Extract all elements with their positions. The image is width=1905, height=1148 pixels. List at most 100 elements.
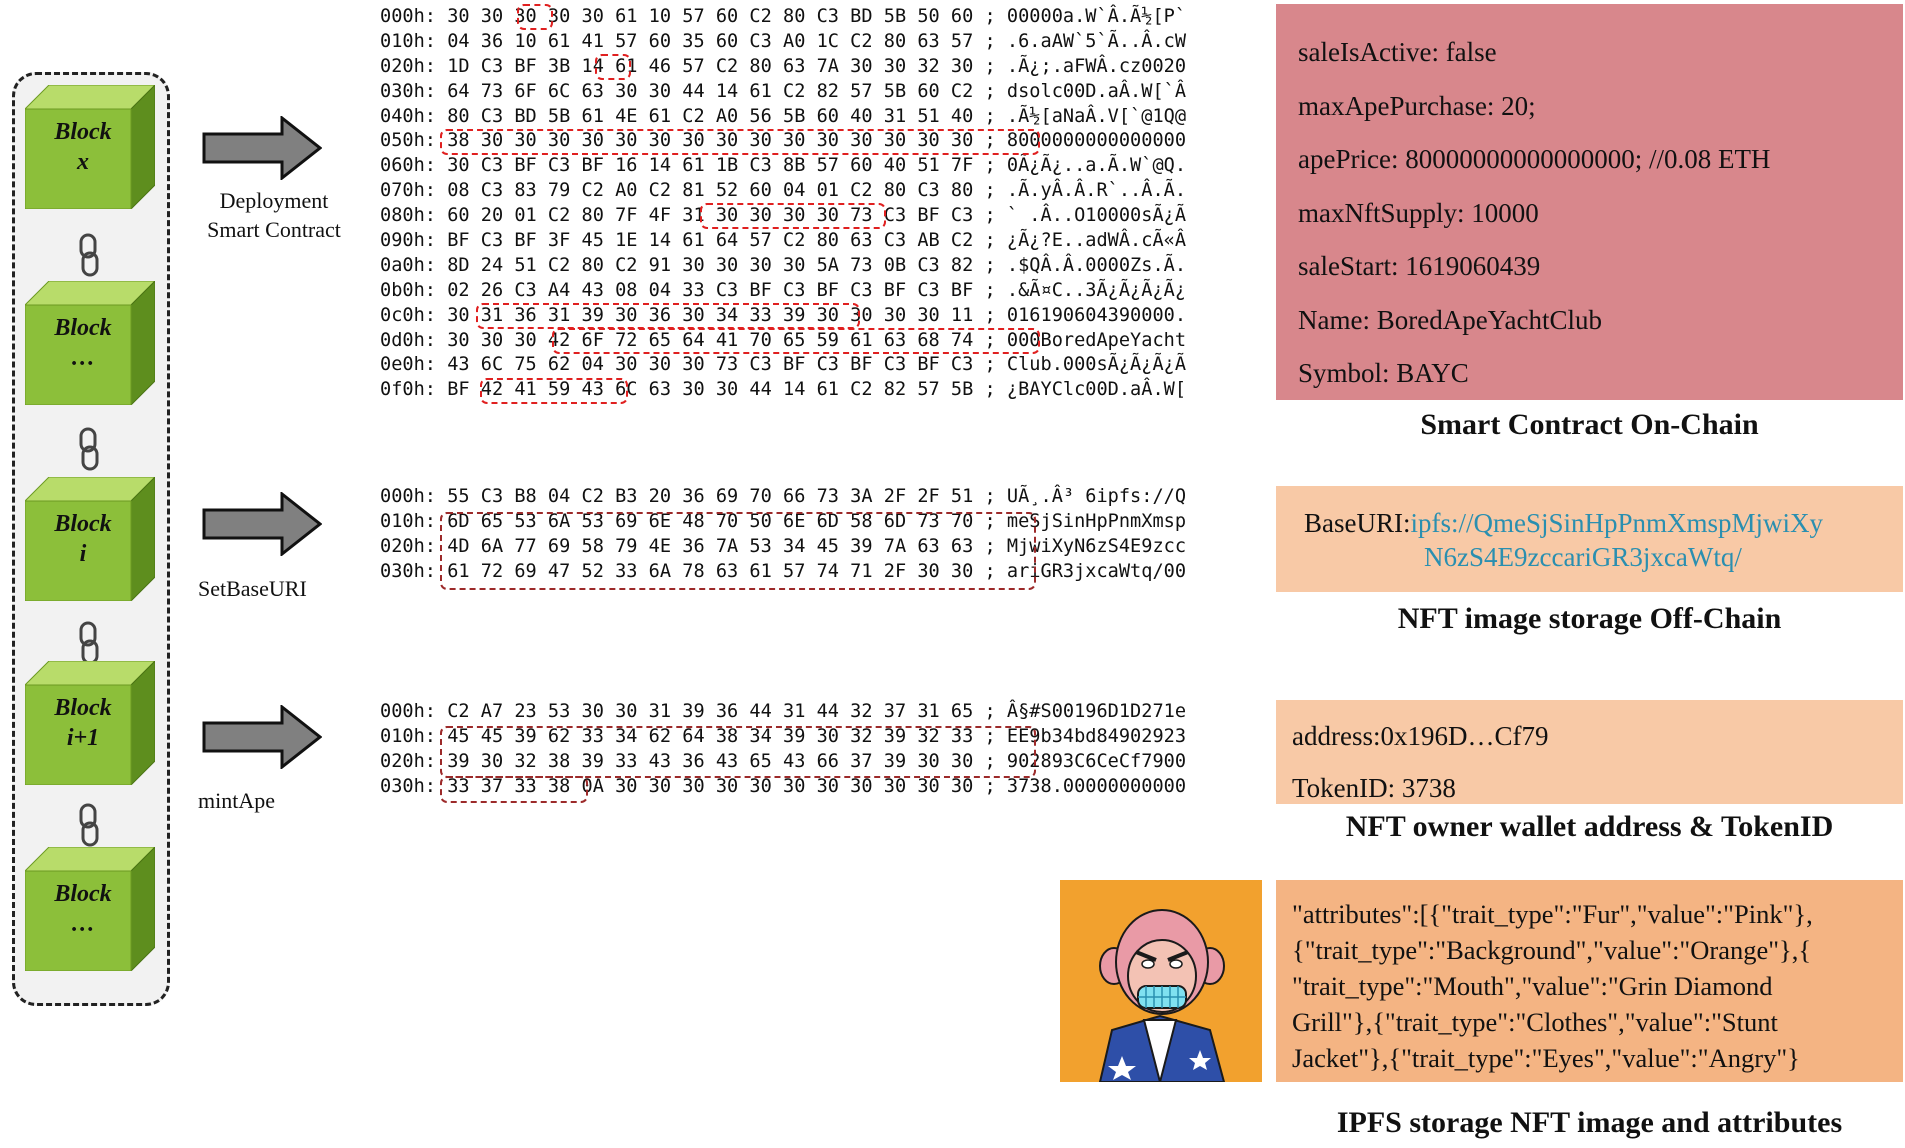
contract-line: maxApePurchase: 20; — [1298, 90, 1536, 121]
contract-line: Symbol: BAYC — [1298, 358, 1469, 388]
hex-ascii: 016190604390000. — [1006, 304, 1187, 326]
hex-row: 040h: 80 C3 BD 5B 61 4E 61 C2 A0 56 5B 6… — [380, 105, 1187, 127]
hex-ascii: .Ã½[aNaÂ.V[`@1Q@ — [1006, 105, 1187, 127]
hex-highlight — [595, 54, 631, 80]
hex-row: 000h: 55 C3 B8 04 C2 B3 20 36 69 70 66 7… — [380, 486, 1187, 507]
hex-bytes: 4D 6A 77 69 58 79 4E 36 7A 53 34 45 39 7… — [447, 535, 974, 557]
baseuri-link[interactable]: ipfs://QmeSjSinHpPnmXmspMjwiXy — [1410, 508, 1824, 538]
hex-ascii: Club.000sÃ¿Ã¿Ã¿Ã — [1006, 354, 1187, 376]
block-label: Block … — [35, 313, 131, 373]
hex-bytes: 45 45 39 62 33 34 62 64 38 34 39 30 32 3… — [447, 725, 974, 747]
block-ellipsis-1: Block … — [25, 281, 155, 405]
baseuri-link-cont[interactable]: N6zS4E9zccariGR3jxcaWtq/ — [1424, 542, 1742, 572]
hex-highlight-block — [440, 726, 1036, 778]
deploy-label-line1: Deployment — [219, 188, 329, 213]
hex-highlight — [552, 328, 1040, 354]
deploy-arrow-icon — [202, 116, 322, 180]
hex-offset: 030h: — [380, 560, 436, 582]
green-cube-icon — [25, 281, 155, 405]
block-label: Block i — [35, 509, 131, 569]
hex-offset: 0d0h: — [380, 329, 436, 351]
hex-ascii: 0Ã¿Ã¿..a.Ã.W`@Q. — [1006, 155, 1187, 177]
block-x: Block x — [25, 85, 155, 209]
owner-address: address:0x196D…Cf79 — [1292, 721, 1549, 751]
attributes-line: Jacket"},{"trait_type":"Eyes","value":"A… — [1292, 1043, 1800, 1073]
blockchain-container: Block x Block … Block i — [12, 72, 170, 1006]
hex-dump-mintape: 000h: C2 A7 23 53 30 30 31 39 36 44 31 4… — [380, 700, 1186, 800]
mintape-label: mintApe — [198, 788, 275, 813]
hex-offset: 0f0h: — [380, 379, 436, 401]
hex-row: 010h: 45 45 39 62 33 34 62 64 38 34 39 3… — [380, 725, 1187, 747]
hex-ascii: 3738.00000000000 — [1006, 775, 1187, 797]
hex-bytes: 8D 24 51 C2 80 C2 91 30 30 30 30 5A 73 0… — [447, 254, 974, 276]
mintape-arrow-icon — [202, 705, 322, 769]
hex-bytes: 55 C3 B8 04 C2 B3 20 36 69 70 66 73 3A 2… — [447, 486, 974, 507]
hex-highlight-block — [440, 512, 1036, 590]
hex-row: 0b0h: 02 26 C3 A4 43 08 04 33 C3 BF C3 B… — [380, 279, 1187, 301]
hex-offset: 010h: — [380, 725, 436, 747]
hex-row: 0e0h: 43 6C 75 62 04 30 30 30 73 C3 BF C… — [380, 354, 1187, 376]
hex-ascii: ¿BAYClc00D.aÂ.W[ — [1006, 379, 1187, 401]
hex-dump-setbaseuri: 000h: 55 C3 B8 04 C2 B3 20 36 69 70 66 7… — [380, 485, 1186, 585]
hex-ascii: 000BoredApeYacht — [1006, 329, 1187, 351]
hex-bytes: 04 36 10 61 41 57 60 35 60 C3 A0 1C C2 8… — [447, 30, 974, 52]
hex-offset: 000h: — [380, 486, 436, 507]
hex-row: 080h: 60 20 01 C2 80 7F 4F 31 30 30 30 3… — [380, 205, 1187, 227]
hex-bytes: 02 26 C3 A4 43 08 04 33 C3 BF C3 BF C3 B… — [447, 279, 974, 301]
block-i-plus-1: Block i+1 — [25, 661, 155, 785]
hex-ascii: EE9b34bd84902923 — [1006, 725, 1187, 747]
hex-row: 060h: 30 C3 BF C3 BF 16 14 61 1B C3 8B 5… — [380, 155, 1187, 177]
hex-ascii: .6.aAW`5`Ã..Â.cW — [1006, 30, 1187, 52]
attributes-panel: "attributes":[{"trait_type":"Fur","value… — [1276, 880, 1903, 1082]
block-label: Block … — [35, 879, 131, 939]
hex-offset: 0e0h: — [380, 354, 436, 376]
hex-bytes: 1D C3 BF 3B 14 61 46 57 C2 80 63 7A 30 3… — [447, 55, 974, 77]
hex-bytes: 60 20 01 C2 80 7F 4F 31 30 30 30 30 73 C… — [447, 205, 974, 227]
baseuri-caption: NFT image storage Off-Chain — [1397, 602, 1782, 635]
hex-offset: 010h: — [380, 30, 436, 52]
block-label: Block i+1 — [35, 693, 131, 753]
hex-ascii: MjwiXyN6zS4E9zcc — [1006, 535, 1187, 557]
contract-line: saleStart: 1619060439 — [1298, 251, 1541, 281]
block-label-line2: x — [77, 149, 89, 175]
hex-highlight — [480, 378, 628, 404]
block-label-line2: i — [79, 541, 87, 567]
hex-row: 070h: 08 C3 83 79 C2 A0 C2 81 52 60 04 0… — [380, 180, 1187, 202]
owner-token-id: TokenID: 3738 — [1292, 773, 1456, 803]
hex-offset: 0b0h: — [380, 279, 436, 301]
owner-caption: NFT owner wallet address & TokenID — [1345, 810, 1834, 843]
hex-highlight — [440, 776, 588, 803]
hex-ascii: ` .Â..O10000sÃ¿Ã — [1006, 205, 1187, 227]
block-label-line2: … — [71, 345, 95, 371]
smart-contract-caption: Smart Contract On-Chain — [1420, 408, 1759, 441]
attributes-line: "attributes":[{"trait_type":"Fur","value… — [1292, 899, 1813, 929]
contract-line: Name: BoredApeYachtClub — [1298, 304, 1602, 335]
attributes-line: "trait_type":"Mouth","value":"Grin Diamo… — [1292, 971, 1773, 1001]
hex-offset: 0a0h: — [380, 254, 436, 276]
hex-offset: 030h: — [380, 80, 436, 102]
hex-ascii: .&Ã¤C..3Ã¿Ã¿Ã¿Ã¿ — [1006, 279, 1187, 301]
contract-line: saleIsActive: false — [1298, 37, 1497, 67]
hex-ascii: .$QÂ.Â.0000Zs.Ã. — [1006, 254, 1187, 276]
block-label-line1: Block — [54, 881, 112, 907]
hex-row: 020h: 1D C3 BF 3B 14 61 46 57 C2 80 63 7… — [380, 55, 1187, 77]
hex-offset: 040h: — [380, 105, 436, 127]
block-ellipsis-2: Block … — [25, 847, 155, 971]
hex-offset: 000h: — [380, 6, 436, 27]
hex-ascii: ariGR3jxcaWtq/00 — [1006, 560, 1187, 582]
hex-highlight — [517, 4, 553, 30]
hex-bytes: 6D 65 53 6A 53 69 6E 48 70 50 6E 6D 58 6… — [447, 510, 974, 532]
hex-row: 010h: 04 36 10 61 41 57 60 35 60 C3 A0 1… — [380, 30, 1187, 52]
chain-link-icon — [79, 803, 99, 847]
baseuri-panel: BaseURI:ipfs://QmeSjSinHpPnmXmspMjwiXy N… — [1276, 486, 1903, 592]
hex-row: 050h: 38 30 30 30 30 30 30 30 30 30 30 3… — [380, 130, 1187, 152]
hex-bytes: 08 C3 83 79 C2 A0 C2 81 52 60 04 01 C2 8… — [447, 180, 974, 202]
baseuri-label: BaseURI: — [1304, 508, 1411, 538]
hex-ascii: .Ã.yÂ.Â.R`..Â.Ã. — [1006, 180, 1187, 202]
hex-ascii: ¿Ã¿?E..adWÂ.cÃ«Â — [1006, 230, 1187, 252]
green-cube-icon — [25, 661, 155, 785]
setbaseuri-arrow-icon — [202, 492, 322, 556]
owner-panel: address:0x196D…Cf79 TokenID: 3738 — [1276, 700, 1903, 804]
hex-highlight — [700, 203, 886, 229]
ape-illustration-icon — [1060, 880, 1262, 1082]
